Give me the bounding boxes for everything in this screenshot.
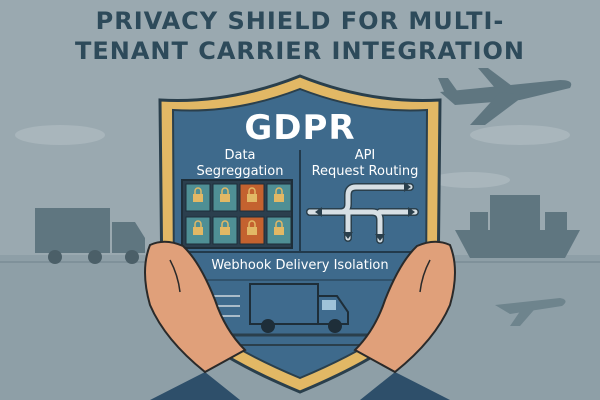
title-line-1: PRIVACY SHIELD FOR MULTI- [95, 7, 505, 35]
truck-icon [200, 283, 349, 333]
airplane-icon [495, 298, 566, 326]
data-segregation-label: Data Segreggation [180, 148, 300, 180]
data-segregation-line-1: Data [224, 148, 256, 163]
api-routing-line-1: API [354, 148, 376, 163]
page-title: PRIVACY SHIELD FOR MULTI- TENANT CARRIER… [0, 6, 600, 66]
lock-icon [212, 216, 238, 245]
lock-icon [239, 183, 265, 212]
airplane-icon [438, 68, 572, 125]
lock-icon [185, 216, 211, 245]
lock-icon [266, 183, 292, 212]
lock-icon [266, 216, 292, 245]
lock-icon [239, 216, 265, 245]
hands-icon [144, 240, 456, 374]
api-routing-line-2: Request Routing [311, 164, 419, 179]
routing-pipes [306, 182, 419, 244]
lock-icon [185, 183, 211, 212]
lock-grid [181, 179, 293, 249]
shield-heading: GDPR [244, 108, 356, 148]
cargo-ship-icon [455, 195, 580, 258]
data-segregation-line-2: Segreggation [196, 164, 284, 179]
webhook-isolation-label: Webhook Delivery Isolation [211, 258, 389, 273]
truck-icon [35, 208, 145, 264]
api-routing-label: API Request Routing [300, 148, 430, 180]
lock-icon [212, 183, 238, 212]
title-line-2: TENANT CARRIER INTEGRATION [74, 37, 525, 65]
